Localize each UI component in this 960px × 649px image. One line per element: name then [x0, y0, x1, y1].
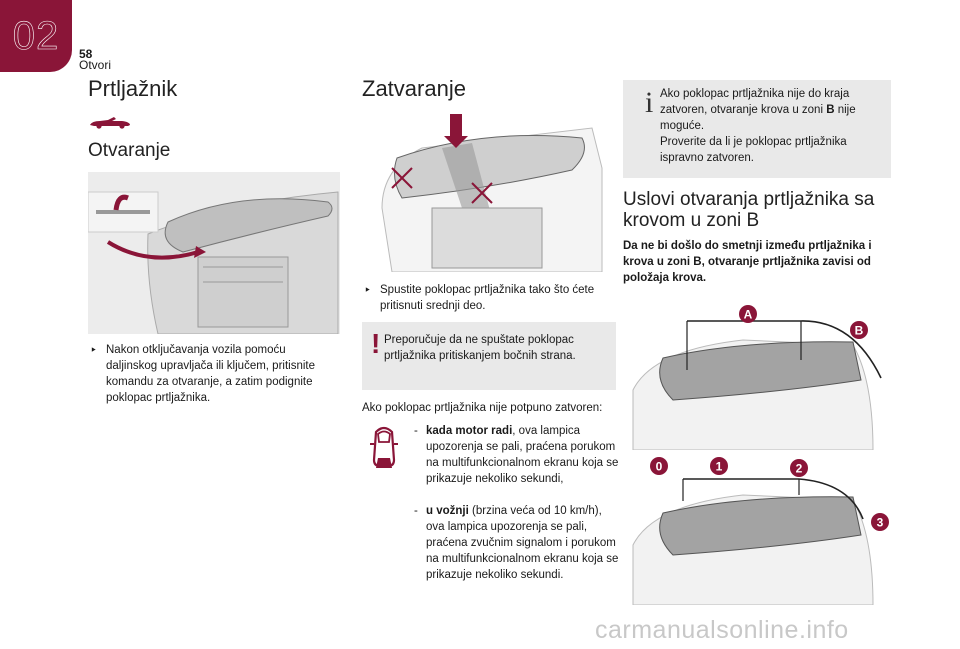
info-icon: i — [645, 86, 654, 119]
zone-label: B — [855, 324, 864, 338]
position-label: 0 — [656, 460, 663, 474]
watermark: carmanualsonline.info — [595, 616, 849, 644]
chapter-number: 02 — [12, 13, 60, 58]
warning-box: ! Preporučuje da ne spuštate poklopac pr… — [362, 322, 616, 390]
page-number: 58 — [79, 47, 93, 61]
zone-label: A — [744, 308, 753, 322]
zone-letter: B — [826, 104, 835, 116]
position-label: 3 — [877, 516, 884, 530]
position-label: 1 — [716, 460, 723, 474]
closing-instruction: Spustite poklopac prtljažnika tako što ć… — [362, 282, 616, 314]
exclamation-icon: ! — [371, 328, 381, 359]
position-label: 2 — [796, 462, 803, 476]
opening-heading: Otvaranje — [88, 140, 171, 161]
roof-conditions-lead: Da ne bi došlo do smetnji između prtljaž… — [623, 240, 872, 284]
chapter-tab: 02 — [0, 0, 72, 72]
list-item: - u vožnji (brzina veća od 10 km/h), ova… — [414, 505, 619, 581]
roof-zone-ab-figure: A B — [623, 300, 889, 450]
list-item: - kada motor radi, ova lampica upozorenj… — [414, 425, 619, 485]
convertible-car-icon — [90, 117, 130, 129]
info-text: Ako poklopac prtljažnika nije do kraja z… — [660, 88, 850, 116]
closing-heading: Zatvaranje — [362, 76, 466, 101]
opening-instruction: Nakon otključavanja vozila pomoću daljin… — [88, 342, 338, 406]
info-box: i Ako poklopac prtljažnika nije do kraja… — [623, 80, 891, 178]
trunk-opening-figure — [88, 172, 340, 334]
warning-text: Preporučuje da ne spuštate poklopac prtl… — [384, 334, 576, 362]
not-closed-intro: Ako poklopac prtljažnika nije potpuno za… — [362, 402, 603, 414]
open-trunk-warning-lamp-icon — [370, 426, 398, 468]
roof-conditions-heading: Uslovi otvaranja prtljažnika sa krovom u… — [623, 189, 875, 231]
section-title: Prtljažnik — [88, 76, 178, 101]
section-name: Otvori — [79, 58, 112, 72]
trunk-closing-figure — [362, 108, 616, 272]
info-text-check: Proverite da li je poklopac prtljažnika … — [660, 136, 847, 164]
roof-position-figure: 0 1 2 3 — [623, 455, 889, 605]
